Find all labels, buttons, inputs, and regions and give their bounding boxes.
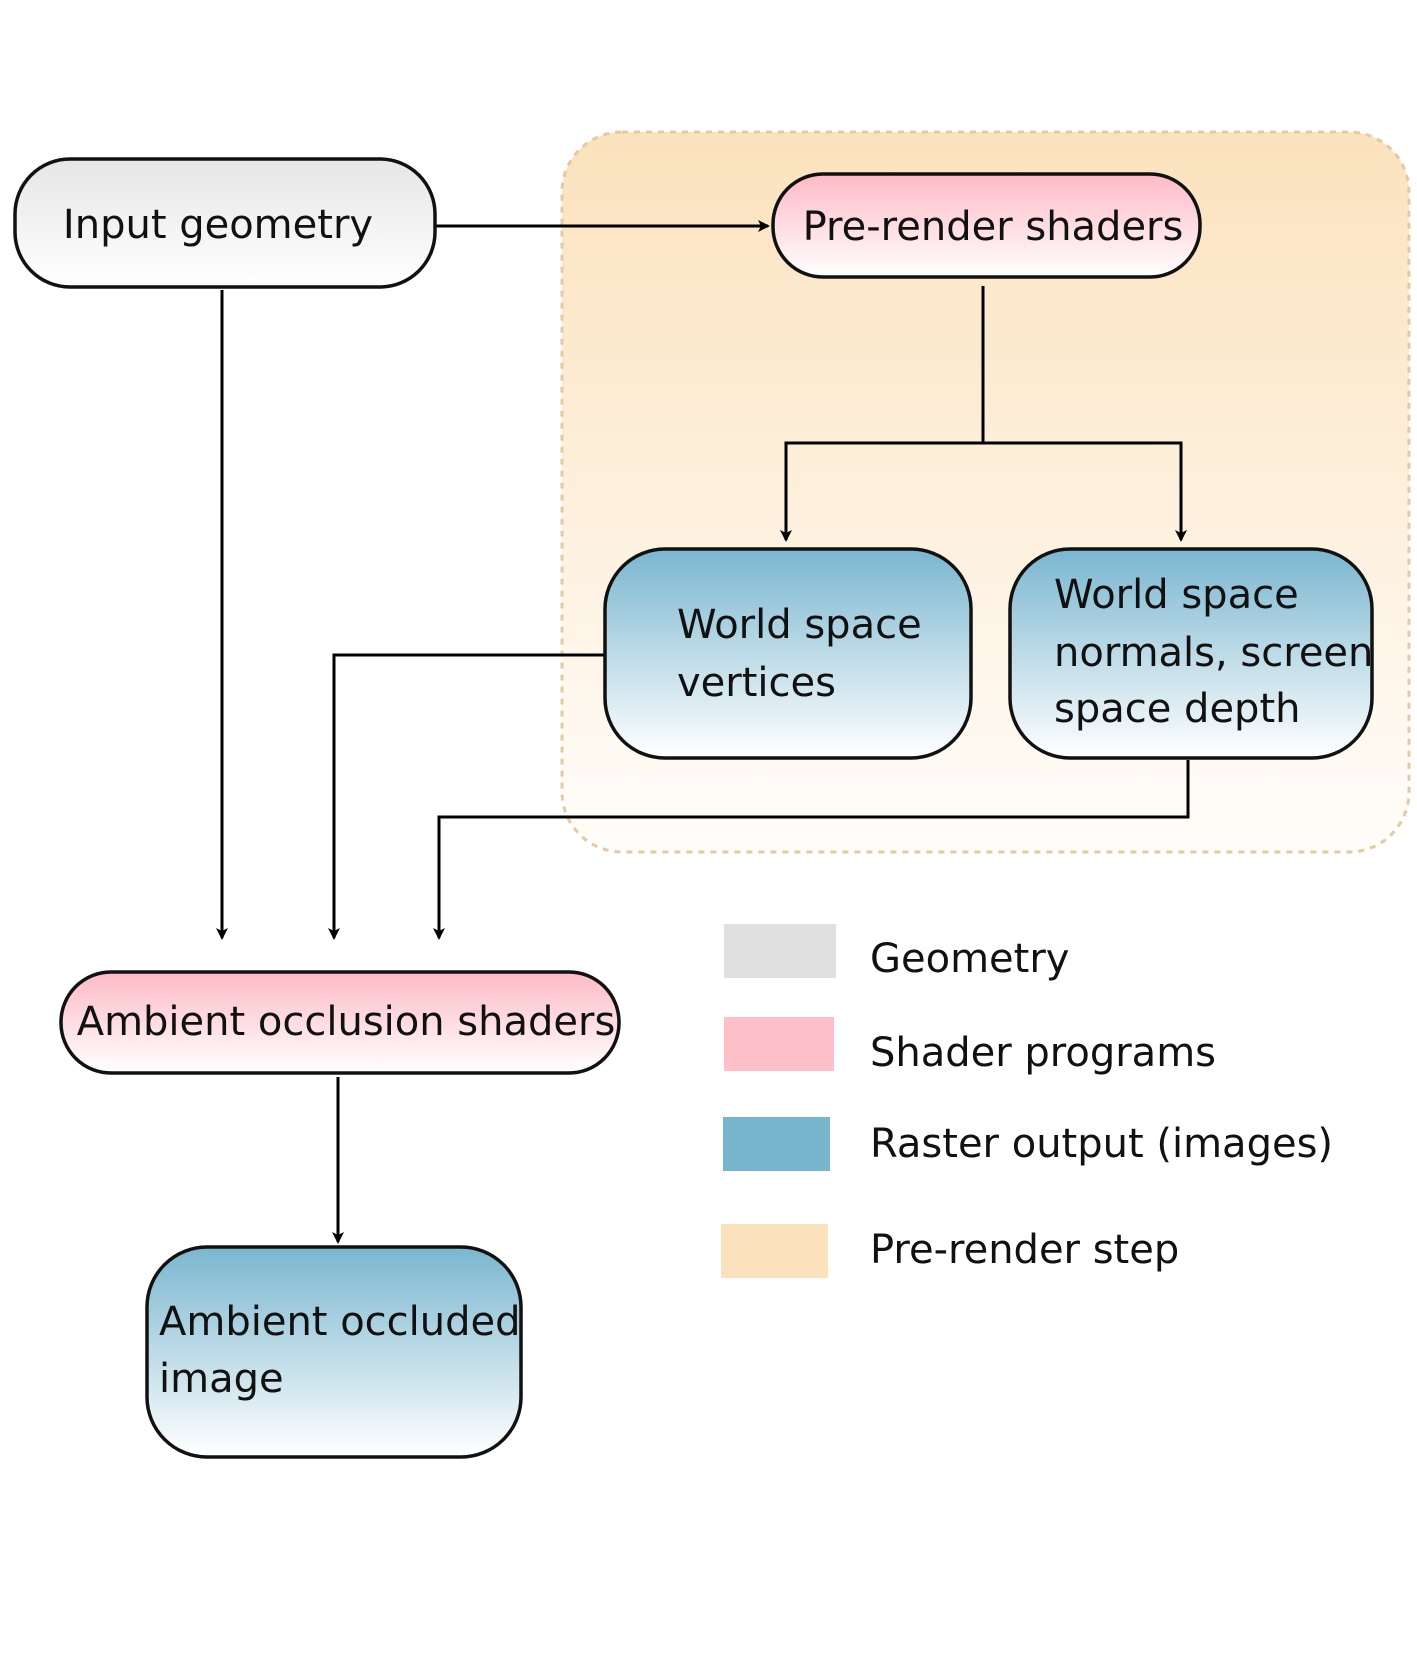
legend-label-prerender: Pre-render step	[870, 1227, 1179, 1273]
node-world-space-normals: World space normals, screen space depth	[1008, 547, 1374, 760]
node-world-space-normals-line-3: space depth	[1054, 686, 1300, 732]
connectors	[216, 220, 1190, 1244]
connector-vertices-to-ao	[328, 653, 604, 940]
legend-swatch-geometry	[724, 924, 836, 978]
legend-swatch-prerender	[721, 1224, 828, 1278]
node-input-geometry-label: Input geometry	[63, 202, 373, 248]
legend-label-geometry: Geometry	[870, 936, 1069, 982]
node-ambient-occlusion-shaders-label: Ambient occlusion shaders	[77, 999, 616, 1045]
node-world-space-vertices-line-2: vertices	[677, 660, 836, 706]
legend-label-shader: Shader programs	[870, 1030, 1216, 1076]
connector-split-to-normals	[983, 441, 1187, 542]
node-world-space-normals-line-2: normals, screen	[1054, 630, 1373, 676]
node-pre-render-shaders-label: Pre-render shaders	[803, 204, 1184, 250]
node-world-space-vertices-line-1: World space	[677, 602, 922, 648]
node-ambient-occlusion-shaders: Ambient occlusion shaders	[59, 970, 621, 1075]
legend-swatch-raster	[723, 1117, 830, 1171]
legend: Geometry Shader programs Raster output (…	[721, 924, 1333, 1278]
node-pre-render-shaders: Pre-render shaders	[771, 172, 1202, 279]
connector-split-to-vertices	[780, 441, 983, 542]
connector-normals-to-ao	[433, 760, 1190, 940]
legend-label-raster: Raster output (images)	[870, 1121, 1333, 1167]
node-world-space-vertices: World space vertices	[603, 547, 973, 760]
node-ambient-occluded-image: Ambient occluded image	[145, 1245, 523, 1459]
node-ambient-occluded-image-line-1: Ambient occluded	[159, 1299, 521, 1345]
legend-swatch-shader	[724, 1017, 834, 1071]
node-ambient-occluded-image-line-2: image	[159, 1356, 284, 1402]
node-world-space-normals-line-1: World space	[1054, 572, 1299, 618]
node-input-geometry: Input geometry	[13, 157, 437, 289]
